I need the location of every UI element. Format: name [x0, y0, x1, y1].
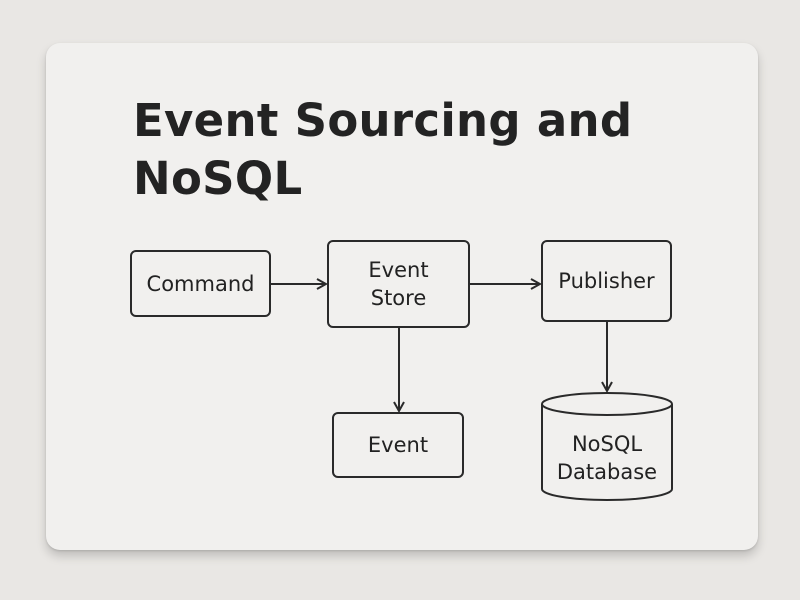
publisher-label: Publisher: [542, 241, 671, 321]
publisher-text: Publisher: [558, 269, 655, 293]
event-text: Event: [367, 433, 429, 457]
diagram-title: Event Sourcing and NoSQL: [133, 92, 632, 208]
nosql-text-2: Database: [556, 460, 658, 484]
command-box: [130, 250, 271, 317]
event-store-text-1: Event: [368, 258, 429, 282]
diagram-card: [46, 43, 758, 550]
event-store-text-2: Store: [370, 286, 427, 310]
event-store-box: [327, 240, 470, 328]
publisher-box: [541, 240, 672, 322]
nosql-label: NoSQL Database: [542, 420, 672, 496]
nosql-cylinder: [541, 404, 673, 501]
nosql-cylinder-top: [541, 392, 673, 416]
event-store-label: Event Store: [328, 241, 469, 327]
event-box: [332, 412, 464, 478]
title-line-1: Event Sourcing and: [133, 94, 633, 147]
title-line-2: NoSQL: [133, 152, 303, 205]
command-label: Command: [131, 251, 270, 316]
event-label: Event: [333, 413, 463, 477]
nosql-text-1: NoSQL: [571, 432, 643, 456]
command-text: Command: [146, 271, 255, 296]
